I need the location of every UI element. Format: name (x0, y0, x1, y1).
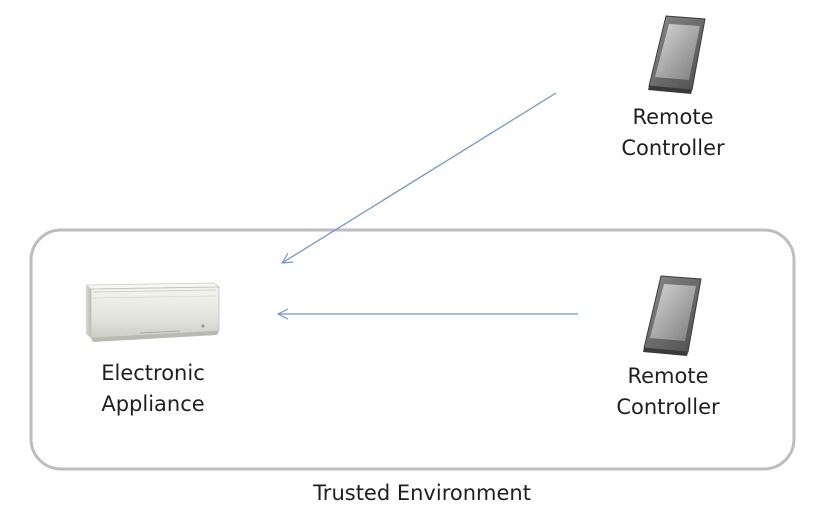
remote-controller-inside-label: Remote Controller (595, 361, 741, 423)
remote-controller-outside-label: Remote Controller (600, 102, 746, 164)
label-line: Electronic (101, 361, 205, 385)
label-line: Appliance (101, 392, 205, 416)
trusted-environment-label: Trusted Environment (313, 481, 531, 505)
label-line: Remote (627, 364, 709, 388)
smartphone-icon (648, 15, 706, 94)
label-line: Remote (632, 105, 714, 129)
label-line: Controller (616, 395, 720, 419)
air-conditioner-icon (84, 282, 221, 342)
trusted-environment-boundary (29, 228, 796, 471)
arrow-remote-outside-to-appliance (282, 92, 557, 263)
electronic-appliance-label: Electronic Appliance (80, 358, 226, 420)
label-line: Controller (621, 136, 725, 160)
smartphone-icon (643, 275, 702, 356)
